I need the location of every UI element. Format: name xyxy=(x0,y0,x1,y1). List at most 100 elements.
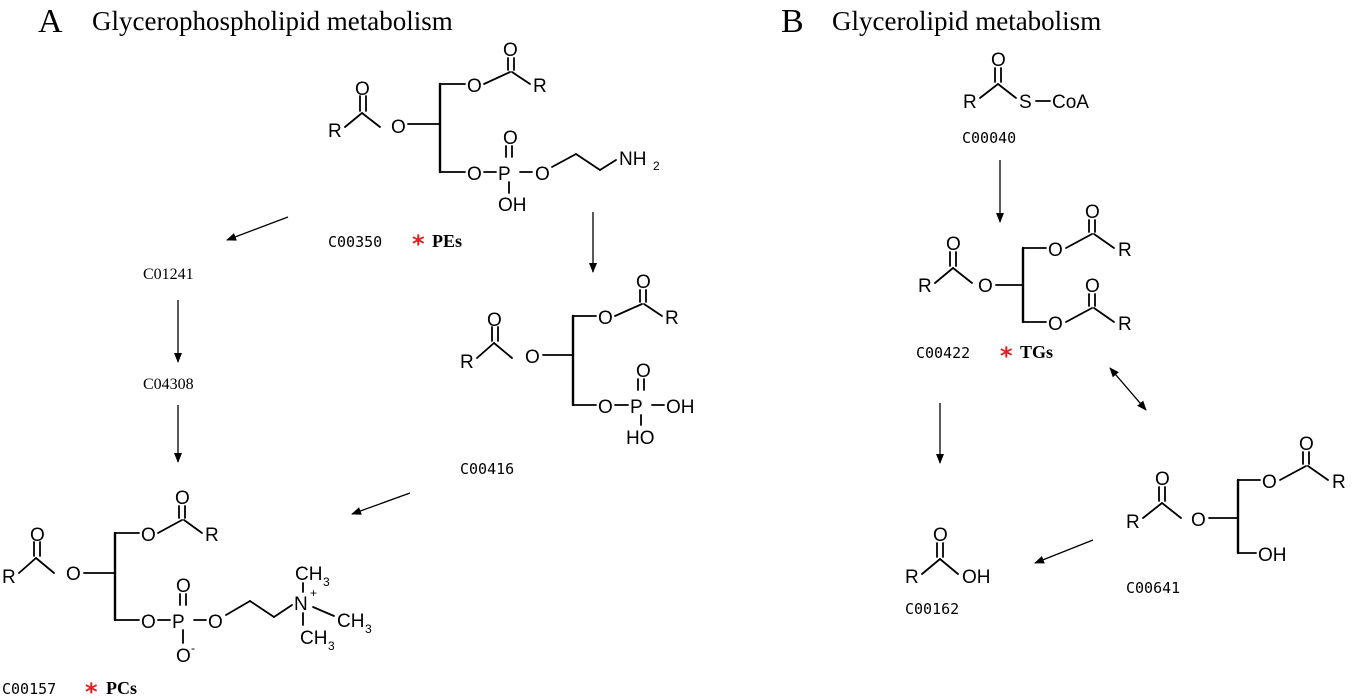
svg-text:2: 2 xyxy=(653,159,660,173)
atom-r: R xyxy=(533,76,547,97)
dg-structure: R O O O O R OH xyxy=(1126,434,1346,566)
pc-code: C00157 xyxy=(2,680,56,698)
atom-o: O xyxy=(503,40,518,61)
svg-text:-: - xyxy=(191,641,195,655)
atom-o: O xyxy=(1085,276,1100,297)
atom-o: O xyxy=(503,128,518,149)
atom-r: R xyxy=(1126,512,1140,533)
atom-r: R xyxy=(205,525,219,546)
atom-oh: OH xyxy=(962,567,991,588)
pc-star: * xyxy=(85,678,98,700)
arrow-pe-to-c01241 xyxy=(226,216,289,241)
atom-o: O xyxy=(991,50,1006,71)
tg-code: C00422 xyxy=(916,344,970,362)
atom-o: O xyxy=(30,525,45,546)
atom-o: O xyxy=(1262,472,1277,493)
atom-ch3: CH xyxy=(295,564,322,585)
atom-oh: OH xyxy=(666,397,695,418)
atom-s: S xyxy=(1019,92,1032,113)
pe-class-label: PEs xyxy=(432,231,462,251)
atom-o: O xyxy=(66,564,81,585)
fatty-acid-code: C00162 xyxy=(905,600,959,618)
atom-r: R xyxy=(1332,472,1346,493)
panel-a-letter: A xyxy=(38,3,63,40)
atom-r: R xyxy=(1118,314,1132,335)
panel-b: B Glycerolipid metabolism R O S CoA C000… xyxy=(781,3,1346,618)
atom-oh: OH xyxy=(498,195,527,216)
atom-o-minus: O xyxy=(176,646,191,667)
pe-star: * xyxy=(412,230,425,258)
dg-code: C00641 xyxy=(1126,579,1180,597)
atom-o: O xyxy=(598,397,613,418)
atom-r: R xyxy=(1118,240,1132,261)
arrow-dg-to-fattyacid xyxy=(1034,539,1094,564)
atom-o: O xyxy=(933,525,948,546)
svg-text:+: + xyxy=(310,586,317,600)
atom-o: O xyxy=(467,164,482,185)
atom-o: O xyxy=(636,361,651,382)
arrow-pa-to-pc xyxy=(351,492,411,515)
atom-oh: OH xyxy=(1258,545,1287,566)
pa-code: C00416 xyxy=(460,460,514,478)
atom-o: O xyxy=(391,117,406,138)
atom-o: O xyxy=(141,525,156,546)
acyl-coa-structure: R O S CoA xyxy=(963,50,1089,113)
atom-ho: HO xyxy=(626,428,655,449)
atom-o: O xyxy=(598,308,613,329)
atom-r: R xyxy=(460,352,474,373)
pe-code: C00350 xyxy=(328,233,382,251)
atom-n: N xyxy=(294,594,308,615)
atom-o: O xyxy=(175,488,190,509)
atom-o: O xyxy=(176,576,191,597)
atom-o: O xyxy=(208,612,223,633)
atom-o: O xyxy=(525,347,540,368)
atom-r: R xyxy=(918,276,932,297)
atom-r: R xyxy=(963,92,977,113)
atom-coa: CoA xyxy=(1052,92,1089,113)
atom-r: R xyxy=(665,308,679,329)
intermediate-c01241: C01241 xyxy=(143,266,194,283)
tg-structure: R O O O O R O O R xyxy=(918,202,1132,335)
acyl-coa-code: C00040 xyxy=(962,129,1016,147)
pa-structure: R O O O O R O P O OH xyxy=(460,272,695,449)
atom-p: P xyxy=(630,397,643,418)
atom-o: O xyxy=(487,310,502,331)
atom-o: O xyxy=(636,272,651,293)
svg-text:3: 3 xyxy=(328,639,335,653)
atom-r: R xyxy=(328,121,342,142)
atom-o: O xyxy=(1191,510,1206,531)
atom-o: O xyxy=(1085,202,1100,223)
pe-structure: R O O O O R O P O OH xyxy=(328,40,660,216)
panel-b-letter: B xyxy=(781,3,804,40)
atom-r: R xyxy=(2,567,16,588)
atom-o: O xyxy=(141,612,156,633)
atom-o: O xyxy=(1299,434,1314,455)
pc-structure: R O O O O R O P O O - xyxy=(2,488,372,667)
atom-o: O xyxy=(946,234,961,255)
fatty-acid-structure: R O OH xyxy=(905,525,991,588)
atom-o: O xyxy=(1048,314,1063,335)
atom-nh2: NH xyxy=(619,149,646,170)
atom-ch3: CH xyxy=(300,628,327,649)
atom-r: R xyxy=(905,567,919,588)
pc-class-label: PCs xyxy=(106,678,137,698)
arrow-tg-dg-reversible xyxy=(1109,367,1147,411)
panel-b-title: Glycerolipid metabolism xyxy=(832,6,1101,36)
atom-o: O xyxy=(1155,469,1170,490)
atom-ch3: CH xyxy=(337,611,364,632)
panel-a-title: Glycerophospholipid metabolism xyxy=(92,6,453,36)
intermediate-c04308: C04308 xyxy=(143,376,194,393)
atom-o: O xyxy=(467,76,482,97)
atom-o: O xyxy=(355,79,370,100)
atom-o: O xyxy=(1048,240,1063,261)
svg-text:3: 3 xyxy=(323,575,330,589)
svg-text:3: 3 xyxy=(365,622,372,636)
atom-p: P xyxy=(498,164,511,185)
tg-star: * xyxy=(1000,342,1013,370)
atom-p: P xyxy=(172,612,185,633)
atom-o: O xyxy=(978,276,993,297)
tg-class-label: TGs xyxy=(1020,342,1053,362)
panel-a: A Glycerophospholipid metabolism R O O O… xyxy=(2,3,695,700)
atom-o: O xyxy=(535,164,550,185)
